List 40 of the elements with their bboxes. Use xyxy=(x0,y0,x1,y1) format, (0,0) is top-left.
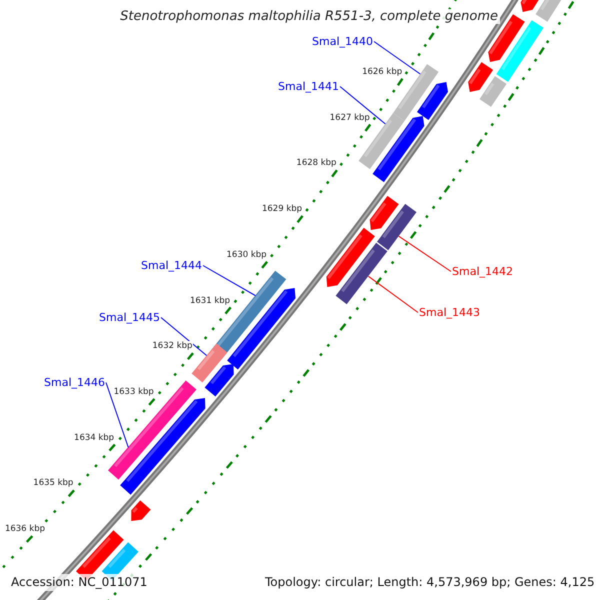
gene-bar xyxy=(496,20,544,82)
gene-bar xyxy=(417,82,448,120)
gene-label: Smal_1444 xyxy=(141,259,202,272)
position-label: 1630 kbp xyxy=(226,250,267,260)
position-label: 1626 kbp xyxy=(362,67,402,77)
gene-label: Smal_1446 xyxy=(44,376,105,389)
leader-line xyxy=(340,86,386,124)
leader-line xyxy=(368,276,418,313)
position-label: 1632 kbp xyxy=(152,341,192,352)
position-label: 1631 kbp xyxy=(190,296,230,306)
position-label: 1635 kbp xyxy=(33,478,74,488)
gene-bar xyxy=(326,228,375,287)
gene-label: Smal_1441 xyxy=(278,80,339,93)
gene-label: Smal_1442 xyxy=(452,265,513,278)
gene-label: Smal_1443 xyxy=(419,306,480,319)
leader-line xyxy=(160,317,208,356)
gene-bar xyxy=(204,364,234,396)
position-label: 1629 kbp xyxy=(262,204,302,214)
gene-label: Smal_1440 xyxy=(312,35,373,48)
gene-bar xyxy=(468,62,494,92)
gene-bar xyxy=(131,500,151,521)
leader-line xyxy=(202,265,256,296)
gene-bar xyxy=(536,0,562,22)
leader-line xyxy=(398,236,452,272)
gene-bar xyxy=(372,116,424,182)
gene-bar xyxy=(370,196,399,230)
leader-line xyxy=(374,41,421,74)
leader-line xyxy=(106,382,129,448)
position-label: 1627 kbp xyxy=(330,112,370,123)
gene-bar xyxy=(377,204,416,250)
gene-bar xyxy=(480,76,507,107)
position-label: 1633 kbp xyxy=(114,386,154,397)
gene-bar xyxy=(336,242,388,304)
position-label: 1634 kbp xyxy=(74,432,114,443)
gene-bar xyxy=(120,398,206,495)
position-label: 1628 kbp xyxy=(296,158,336,168)
gene-bar xyxy=(520,0,542,12)
position-label: 1636 kbp xyxy=(4,524,45,534)
gene-label: Smal_1445 xyxy=(99,311,160,324)
gene-bar xyxy=(192,344,228,382)
